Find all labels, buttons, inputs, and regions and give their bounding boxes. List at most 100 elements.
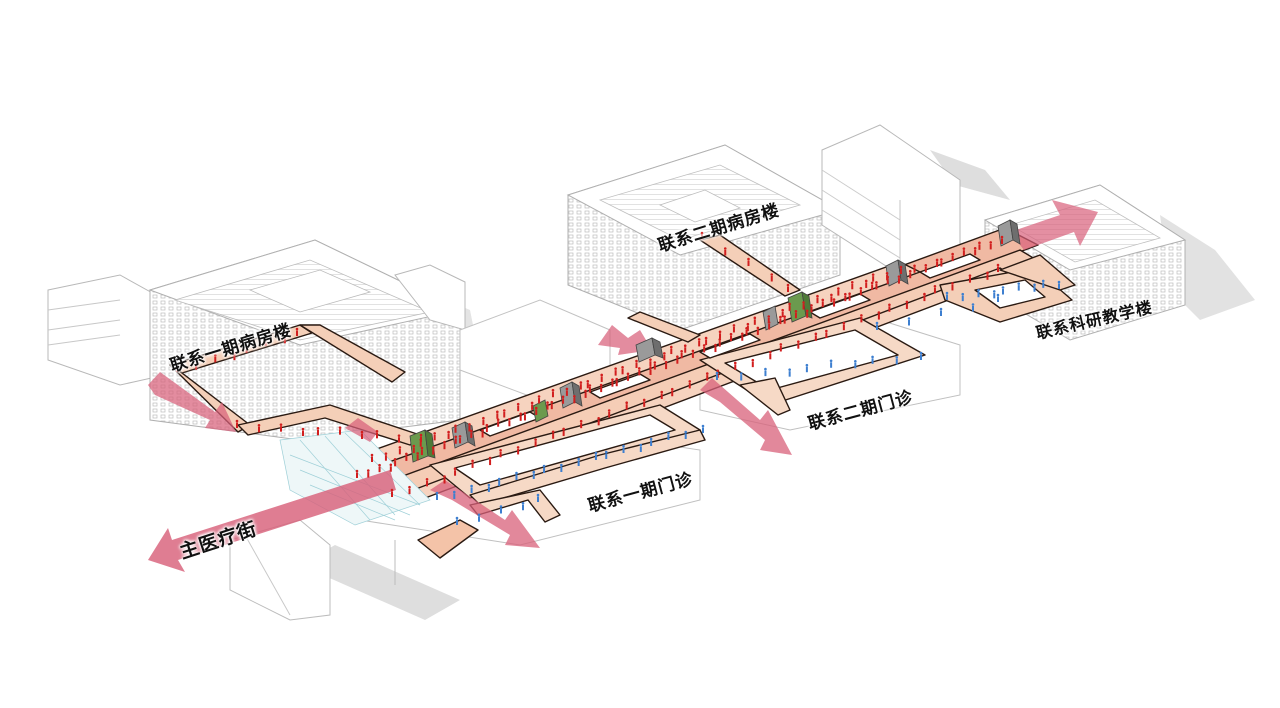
- person-icon: [562, 427, 565, 436]
- person-icon: [454, 435, 458, 444]
- person-icon: [393, 458, 397, 467]
- person-icon: [245, 344, 248, 353]
- spine-arrow-icon: [1010, 200, 1098, 250]
- person-icon: [295, 327, 299, 336]
- person-icon: [767, 315, 771, 324]
- person-icon: [639, 443, 643, 452]
- person-icon: [447, 430, 450, 440]
- person-icon: [649, 437, 653, 446]
- person-icon: [561, 395, 565, 404]
- person-icon: [279, 423, 283, 432]
- person-icon: [701, 424, 705, 433]
- person-icon: [579, 381, 583, 390]
- person-icon: [586, 379, 590, 389]
- person-icon: [470, 484, 473, 493]
- person-icon: [653, 361, 657, 370]
- person-icon: [870, 281, 874, 290]
- person-icon: [235, 419, 239, 428]
- person-icon: [470, 429, 473, 438]
- person-icon: [779, 315, 782, 325]
- person-icon: [384, 452, 388, 461]
- person-icon: [961, 292, 965, 302]
- person-icon: [871, 273, 875, 282]
- outpatient-people: [435, 279, 1061, 525]
- person-icon: [786, 283, 790, 292]
- person-icon: [412, 444, 416, 454]
- person-icon: [854, 360, 857, 369]
- person-icon: [805, 309, 809, 318]
- person-icon: [905, 300, 909, 309]
- person-icon: [649, 366, 652, 375]
- person-icon: [499, 448, 502, 458]
- person-icon: [895, 356, 899, 365]
- person-icon: [390, 488, 394, 497]
- person-icon: [973, 246, 977, 256]
- elevator-core-icon: [635, 337, 664, 363]
- person-icon: [443, 440, 446, 450]
- person-icon: [1000, 235, 1004, 244]
- person-icon: [700, 231, 704, 240]
- person-icon: [779, 343, 783, 352]
- person-icon: [573, 395, 576, 404]
- person-icon: [978, 241, 981, 250]
- person-icon: [599, 383, 603, 393]
- person-icon: [600, 373, 604, 382]
- person-icon: [814, 332, 818, 341]
- person-icon: [264, 337, 268, 346]
- person-icon: [1001, 286, 1005, 295]
- person-icon: [747, 257, 750, 266]
- person-icon: [940, 258, 943, 267]
- person-icon: [663, 352, 666, 361]
- person-icon: [611, 378, 614, 387]
- research-link-inner: [974, 279, 1046, 309]
- person-icon: [443, 475, 446, 484]
- person-icon: [968, 274, 972, 283]
- phase1-ward-bridge: [299, 324, 406, 383]
- person-icon: [992, 290, 996, 299]
- person-icon: [433, 432, 436, 441]
- person-icon: [542, 464, 546, 473]
- person-icon: [951, 282, 954, 291]
- person-icon: [551, 388, 555, 398]
- person-icon: [933, 284, 937, 294]
- person-icon: [751, 358, 755, 368]
- person-icon: [746, 322, 750, 332]
- medical-street-arrow-icon: [148, 470, 396, 572]
- person-icon: [821, 298, 825, 307]
- person-icon: [769, 351, 772, 360]
- cross-arrow-icon: [148, 372, 236, 432]
- person-icon: [622, 444, 625, 453]
- person-icon: [577, 457, 580, 466]
- research-link-rear: [999, 254, 1076, 291]
- person-icon: [684, 430, 688, 439]
- person-icon: [924, 264, 928, 273]
- phase1-outpatient-ramp: [417, 519, 479, 559]
- person-icon: [257, 424, 261, 433]
- person-icon: [233, 351, 236, 361]
- person-icon: [614, 367, 617, 376]
- person-icon: [888, 303, 891, 312]
- person-icon: [923, 292, 926, 302]
- person-icon: [560, 463, 563, 472]
- person-icon: [398, 446, 402, 455]
- person-icon: [781, 308, 784, 318]
- person-icon: [802, 301, 805, 310]
- person-icon: [676, 355, 679, 364]
- corridor-network: [169, 227, 1076, 559]
- person-icon: [945, 291, 949, 300]
- person-icon: [213, 354, 217, 363]
- person-icon: [316, 427, 320, 436]
- person-icon: [704, 336, 708, 346]
- person-icon: [635, 359, 638, 368]
- person-icon: [496, 418, 500, 427]
- person-icon: [175, 363, 179, 372]
- person-icon: [844, 292, 847, 302]
- person-icon: [497, 477, 501, 486]
- person-icon: [723, 247, 727, 256]
- person-icon: [550, 400, 554, 410]
- person-icon: [739, 372, 743, 381]
- elevator-core-icon: [787, 291, 813, 323]
- person-icon: [551, 430, 555, 439]
- person-icon: [971, 303, 975, 312]
